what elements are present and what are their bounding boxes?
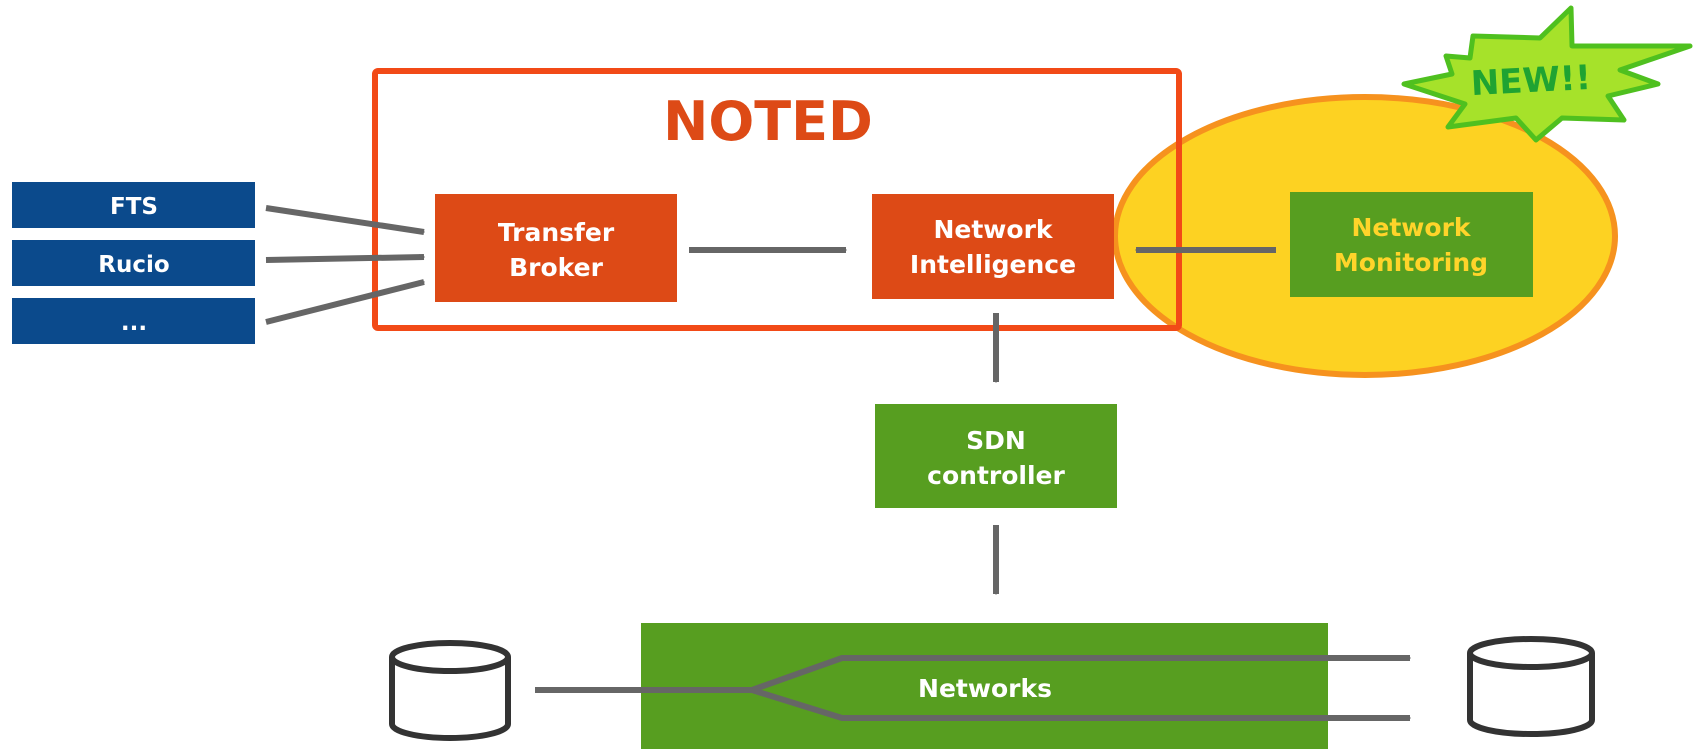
network-intelligence-line1: Network xyxy=(933,215,1053,244)
noted-frame xyxy=(372,68,1182,331)
transfer-broker-line2: Broker xyxy=(509,253,603,282)
database-icon xyxy=(1467,636,1595,737)
data-path-lower xyxy=(751,687,1412,721)
networks-box: Networks xyxy=(641,623,1328,749)
networks-label: Networks xyxy=(918,674,1052,703)
starburst-icon xyxy=(1401,5,1693,143)
database-icon xyxy=(389,640,511,741)
network-monitoring-box: Network Monitoring xyxy=(1290,192,1533,297)
sdn-controller-line2: controller xyxy=(927,461,1065,490)
transfer-broker-box: Transfer Broker xyxy=(435,194,677,302)
network-intelligence-box: Network Intelligence xyxy=(872,194,1114,299)
arrow-rucio-to-broker xyxy=(265,254,426,263)
sdn-controller-line1: SDN xyxy=(966,426,1026,455)
source-box-other: ... xyxy=(12,298,255,344)
source-label-fts: FTS xyxy=(110,194,158,220)
arrow-fts-to-broker xyxy=(265,205,426,235)
source-box-fts: FTS xyxy=(12,182,255,228)
noted-title: NOTED xyxy=(663,90,873,153)
new-badge-label: NEW!! xyxy=(1470,58,1592,104)
source-box-rucio: Rucio xyxy=(12,240,255,286)
transfer-broker-line1: Transfer xyxy=(498,218,615,247)
network-intelligence-line2: Intelligence xyxy=(910,250,1076,279)
new-badge: NEW!! xyxy=(1401,5,1693,143)
network-monitoring-line1: Network xyxy=(1351,213,1471,242)
data-path-upper xyxy=(750,655,1412,693)
sdn-controller-box: SDN controller xyxy=(875,404,1117,508)
source-label-other: ... xyxy=(121,310,147,336)
arrow-other-to-broker xyxy=(265,279,426,325)
source-label-rucio: Rucio xyxy=(98,252,169,278)
network-monitoring-line2: Monitoring xyxy=(1334,248,1488,277)
